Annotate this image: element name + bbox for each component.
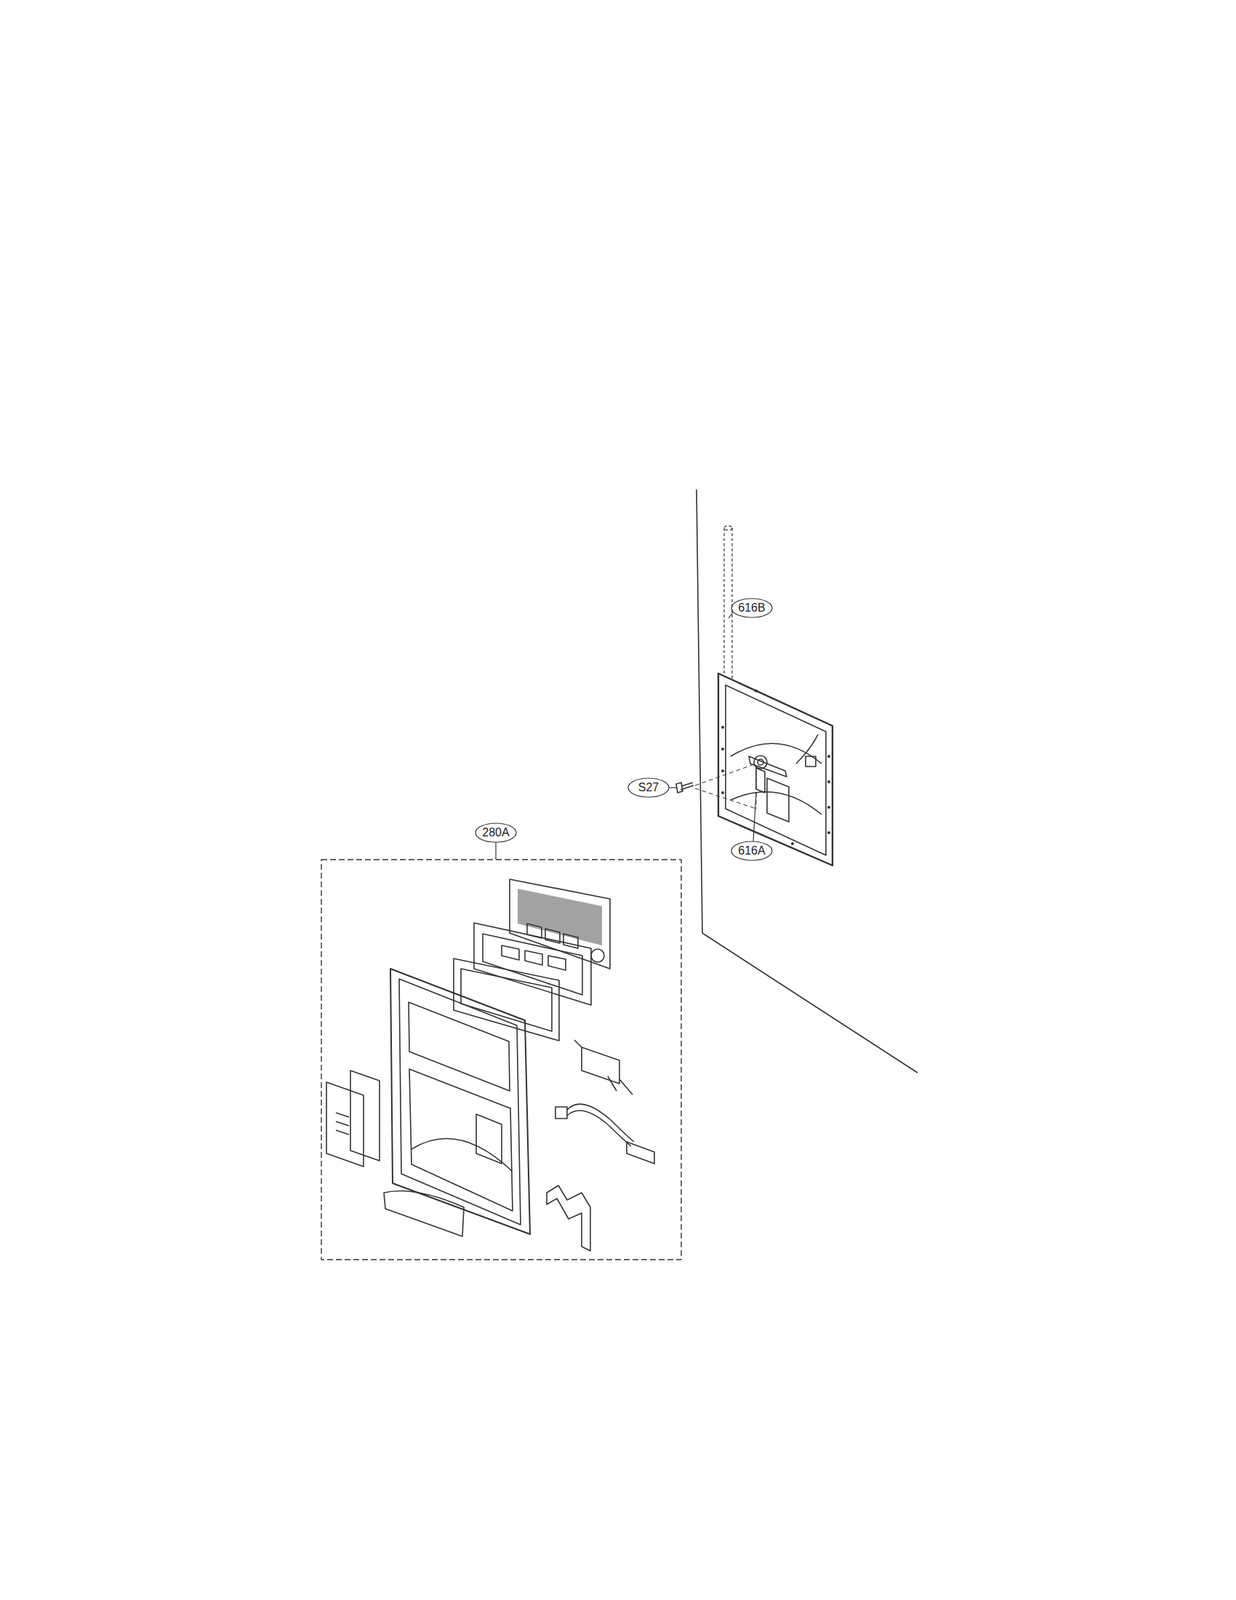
screw-part <box>695 763 757 786</box>
mounting-bracket <box>546 1185 591 1251</box>
display-frame-part <box>474 922 592 1005</box>
callout-leaders-part <box>628 777 669 797</box>
dispenser-housing-part <box>718 673 833 866</box>
callout-number: 280A <box>480 825 511 840</box>
callout-number: 616A <box>736 844 767 858</box>
door-outline <box>696 489 918 1073</box>
side-cover <box>326 1070 380 1167</box>
display-frame-part <box>501 945 520 960</box>
callout-leaders-part <box>475 823 517 842</box>
wire-harness-part <box>555 1106 568 1119</box>
callout-leaders-part <box>753 792 757 842</box>
dispenser-housing-part <box>730 743 822 764</box>
dispenser-housing-part-part <box>791 841 794 845</box>
dispenser-housing-part <box>756 767 765 793</box>
micro-switch-part <box>581 1046 620 1084</box>
dispenser-housing-part <box>748 756 787 777</box>
dispenser-frame-part <box>476 1113 502 1164</box>
door-outline-part <box>696 489 703 933</box>
micro-switch-part <box>574 1039 582 1047</box>
screw-part <box>695 788 757 809</box>
wire-harness <box>555 1103 655 1164</box>
display-module-part <box>517 888 603 946</box>
screw-part <box>676 782 683 793</box>
dispenser-housing-part-part <box>827 831 831 834</box>
dispenser-housing <box>718 673 833 866</box>
dispenser-housing-part <box>730 791 822 815</box>
dispenser-housing-part-part <box>721 725 725 729</box>
display-frame-part <box>548 955 566 970</box>
display-module-part <box>591 948 605 962</box>
callout-number: 616B <box>736 601 767 615</box>
dispenser-housing-part-part <box>827 805 831 809</box>
callout-leaders <box>475 598 773 861</box>
dispenser-frame-part <box>390 968 531 1234</box>
dispenser-frame-part <box>409 1068 513 1211</box>
callout-leaders-part <box>668 786 677 788</box>
drip-trim <box>383 1190 464 1237</box>
side-cover-part <box>326 1081 364 1167</box>
screw-part <box>681 782 693 786</box>
dispenser-housing-part-part <box>754 689 758 693</box>
water-tube-part <box>724 525 733 531</box>
dispenser-housing-part <box>805 756 816 767</box>
dispenser-housing-part-part <box>721 747 725 751</box>
wire-harness-part <box>567 1103 634 1142</box>
callout-leaders-part <box>495 841 496 860</box>
dispenser-frame <box>390 968 531 1234</box>
dispenser-frame-part <box>411 1137 512 1171</box>
micro-switch <box>574 1039 633 1095</box>
dispenser-frame-part <box>408 1001 510 1091</box>
display-module-part <box>509 879 611 969</box>
wire-harness-part <box>626 1141 655 1164</box>
dispenser-housing-part <box>796 734 818 764</box>
door-outline-part <box>702 932 918 1073</box>
display-module-part <box>563 933 579 949</box>
dispenser-housing-part <box>725 684 826 856</box>
display-frame-part <box>482 933 583 995</box>
dispenser-housing-part <box>767 777 789 822</box>
assembly-bracket <box>321 859 682 1260</box>
dispenser-housing-part-part <box>827 754 831 758</box>
water-tube-part <box>723 527 725 677</box>
callout-number: S27 <box>636 780 661 794</box>
display-module <box>509 879 611 969</box>
dispenser-housing-part-part <box>721 769 725 773</box>
display-frame <box>474 922 592 1005</box>
micro-switch-part <box>607 1076 617 1091</box>
callout-leaders-part <box>728 612 733 618</box>
dispenser-housing-part-part <box>827 780 831 784</box>
dispenser-frame-part <box>399 978 521 1225</box>
water-tube <box>724 525 733 681</box>
mounting-bracket-part <box>546 1185 591 1251</box>
callout-leaders-part <box>731 841 773 861</box>
callout-leaders-part <box>731 598 773 618</box>
dispenser-housing-part-part <box>721 791 725 794</box>
screw <box>676 763 757 809</box>
side-cover-part <box>335 1121 349 1126</box>
micro-switch-part <box>619 1078 633 1095</box>
side-cover-part <box>350 1070 380 1161</box>
drip-trim-part <box>383 1190 464 1237</box>
dispenser-housing-part <box>721 689 831 845</box>
wire-harness-part <box>567 1110 632 1146</box>
display-frame-part <box>524 950 543 965</box>
side-cover-part <box>335 1129 349 1135</box>
side-cover-part <box>335 1112 349 1117</box>
